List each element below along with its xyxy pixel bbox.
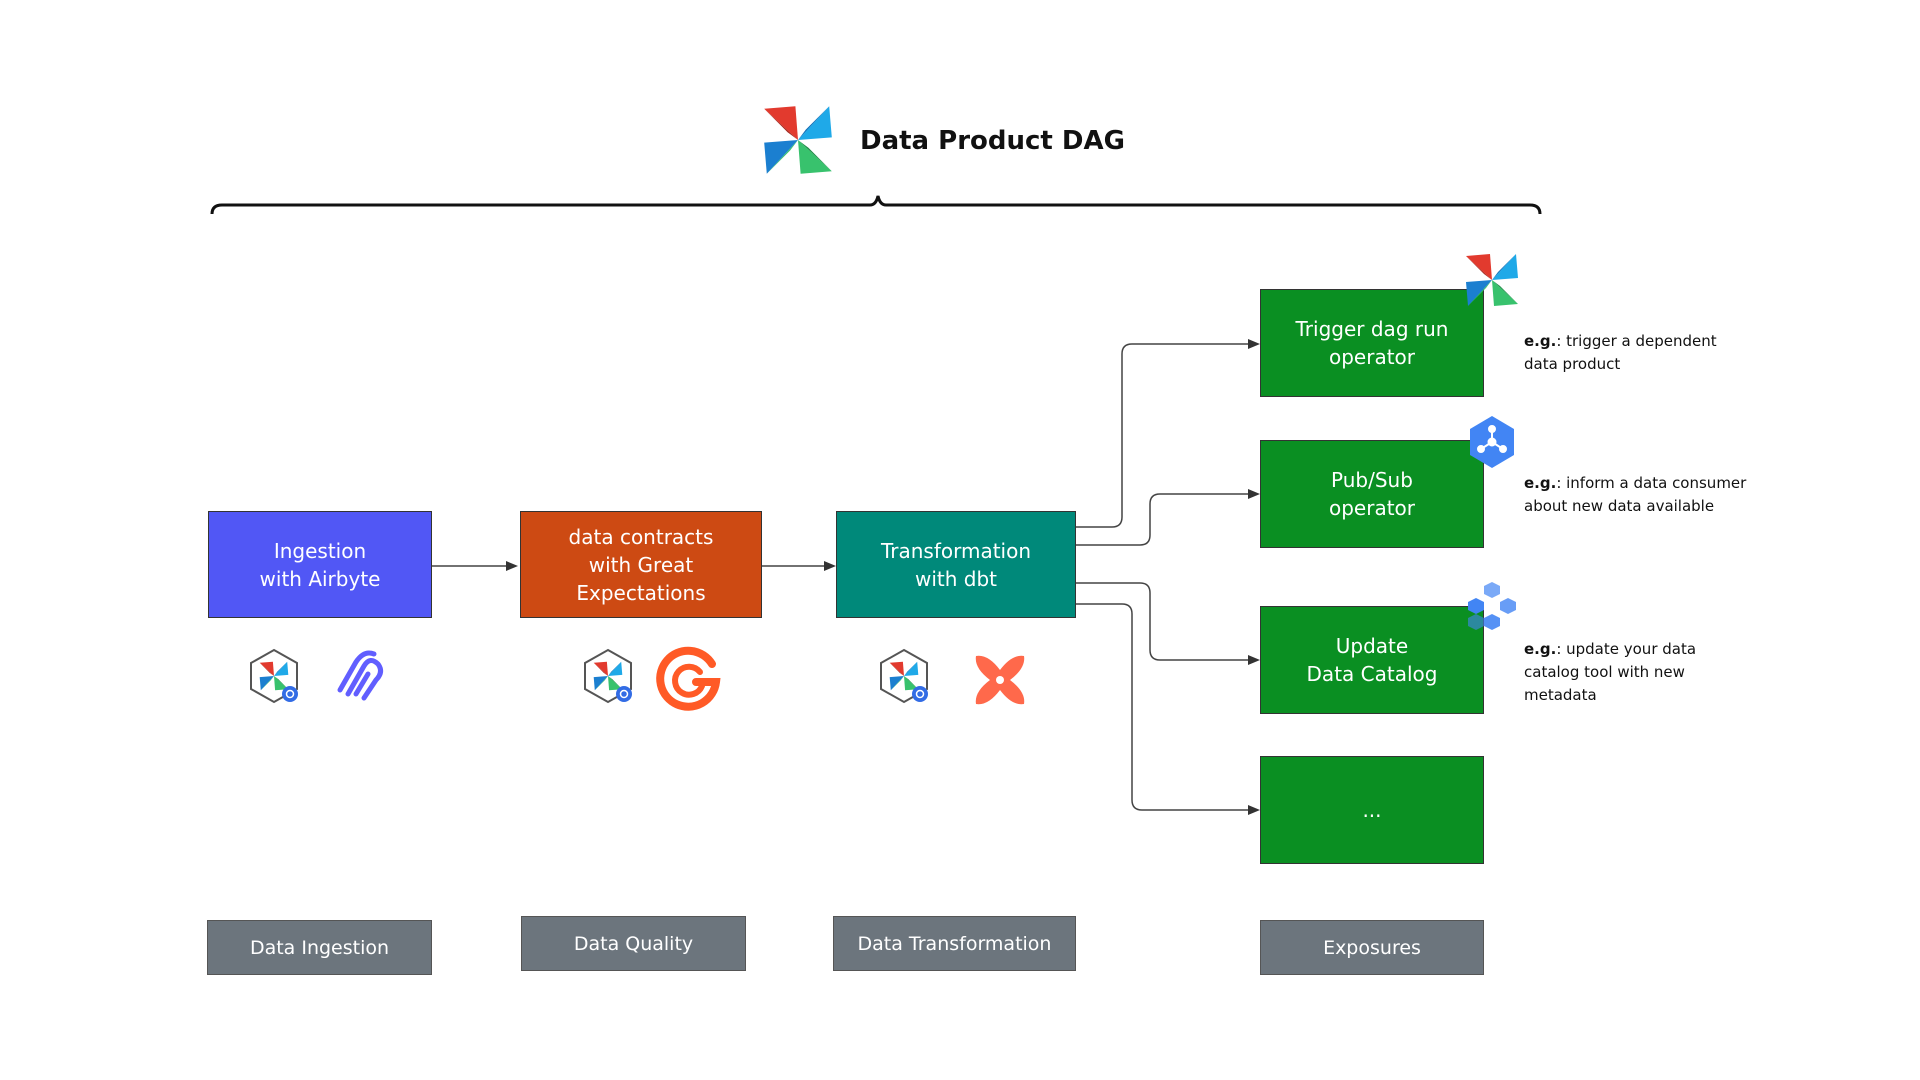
category-data-transformation: Data Transformation	[833, 916, 1076, 971]
category-exposures: Exposures	[1260, 920, 1484, 975]
update-data-catalog-box[interactable]: Update Data Catalog	[1260, 606, 1484, 714]
data-catalog-icon	[1468, 582, 1516, 630]
more-exposures-box[interactable]: ...	[1260, 756, 1484, 864]
trigger-dag-run-box[interactable]: Trigger dag run operator	[1260, 289, 1484, 397]
airflow-pinwheel-icon	[1466, 254, 1518, 306]
trigger-note: e.g.: trigger a dependent data product	[1524, 332, 1717, 373]
pubsub-hex-icon	[1470, 416, 1514, 468]
airflow-k8s-hex-icon	[576, 644, 640, 708]
edge-to-pubsub	[1076, 493, 1250, 546]
airflow-k8s-hex-icon	[872, 644, 936, 708]
category-data-quality: Data Quality	[521, 916, 746, 971]
ingestion-step-box[interactable]: Ingestion with Airbyte	[208, 511, 432, 618]
pubsub-note: e.g.: inform a data consumer about new d…	[1524, 474, 1747, 515]
airbyte-icon	[337, 650, 384, 701]
diagram-title: Data Product DAG	[860, 126, 1125, 156]
category-data-ingestion: Data Ingestion	[207, 920, 432, 975]
great-expectations-icon	[656, 646, 721, 711]
edge-to-trigger	[1076, 343, 1250, 528]
airflow-k8s-hex-icon	[242, 644, 306, 708]
transformation-step-box[interactable]: Transformation with dbt	[836, 511, 1076, 618]
quality-step-box[interactable]: data contracts with Great Expectations	[520, 511, 762, 618]
dag-brace	[210, 195, 1542, 215]
pubsub-operator-box[interactable]: Pub/Sub operator	[1260, 440, 1484, 548]
edge-to-catalog	[1076, 582, 1250, 661]
edge-to-more	[1076, 603, 1250, 811]
dbt-icon	[975, 655, 1025, 705]
catalog-note: e.g.: update your data catalog tool with…	[1524, 640, 1697, 704]
